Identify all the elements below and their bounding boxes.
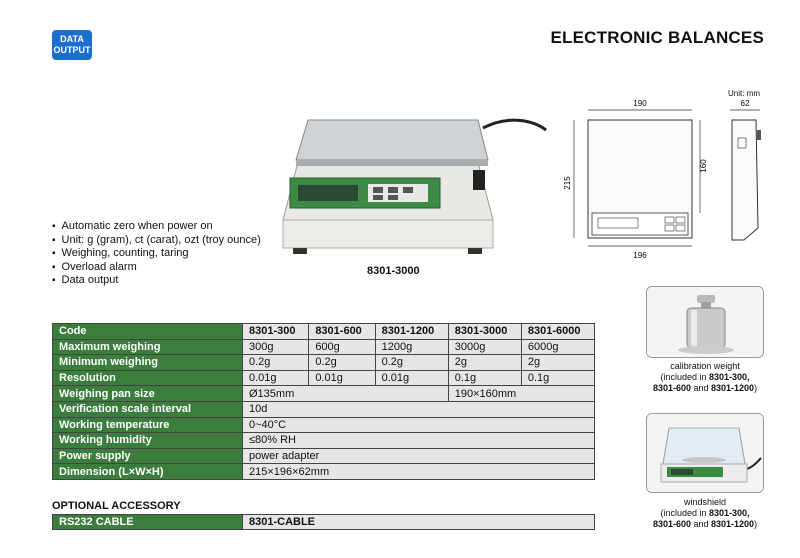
feature-item: Weighing, counting, taring [52, 247, 261, 261]
table-cell: 0.01g [241, 369, 310, 387]
table-cell: power adapter [242, 447, 595, 465]
header-cell: 8301-1200 [374, 323, 449, 340]
calibration-weight-image [647, 287, 763, 357]
table-row: Dimension (L×W×H) 215×196×62mm [52, 463, 595, 480]
header-cell: 8301-600 [308, 323, 376, 340]
table-row: Power supply power adapter [52, 447, 595, 465]
row-label: Working temperature [52, 416, 243, 434]
table-cell: 600g [308, 338, 376, 356]
table-cell: 300g [241, 338, 310, 356]
optional-accessory-title: OPTIONAL ACCESSORY [52, 500, 181, 512]
caption-model: 8301-300, [708, 372, 750, 382]
caption-text: (included in [660, 372, 709, 382]
product-caption: 8301-3000 [367, 265, 420, 277]
feature-list: Automatic zero when power on Unit: g (gr… [52, 220, 261, 288]
balance-product-image [282, 118, 547, 254]
optional-accessory-table: RS232 CABLE 8301-CABLE [52, 514, 595, 530]
feature-item: Overload alarm [52, 261, 261, 275]
table-cell: 6000g [520, 338, 596, 356]
caption-text: ) [754, 383, 758, 393]
caption-model: 8301-1200 [711, 383, 755, 393]
windshield-image [647, 414, 763, 492]
badge-line-2: OUTPUT [53, 45, 91, 55]
table-cell: Ø135mm [242, 385, 449, 402]
row-label: Verification scale interval [52, 400, 243, 418]
table-cell: 190×160mm [447, 385, 596, 402]
caption-model: 8301-1200 [711, 519, 755, 529]
table-row: Weighing pan size Ø135mm 190×160mm [52, 385, 596, 402]
table-cell: 0.1g [447, 369, 522, 387]
row-label: Working humidity [52, 432, 243, 449]
table-cell: 0.01g [308, 369, 376, 387]
unit-label: Unit: mm [728, 89, 760, 98]
dimension-drawing: 190 215 160 196 62 [563, 99, 761, 260]
calibration-weight-caption: calibration weight (included in 8301-300… [640, 361, 770, 394]
caption-text: and [690, 519, 712, 529]
table-cell: 215×196×62mm [242, 463, 595, 480]
table-row: Maximum weighing 300g 600g 1200g 3000g 6… [52, 338, 596, 356]
table-cell: 2g [447, 354, 522, 371]
header-cell: 8301-6000 [520, 323, 596, 340]
table-cell: 0.2g [374, 354, 449, 371]
page-title: ELECTRONIC BALANCES [550, 28, 764, 47]
table-row: Working temperature 0~40°C [52, 416, 595, 434]
table-cell: ≤80% RH [242, 432, 595, 449]
header-cell: 8301-3000 [447, 323, 522, 340]
caption-model: 8301-300, [708, 508, 750, 518]
dim-side-top: 62 [741, 99, 750, 108]
accessory-name: windshield [683, 497, 727, 507]
caption-text: (included in [660, 508, 709, 518]
table-row: RS232 CABLE 8301-CABLE [52, 514, 595, 530]
table-cell: 3000g [447, 338, 522, 356]
dim-bottom: 196 [633, 251, 647, 260]
feature-item: Data output [52, 274, 261, 288]
row-label: Dimension (L×W×H) [52, 463, 243, 480]
table-row: Working humidity ≤80% RH [52, 432, 595, 449]
caption-text: and [690, 383, 712, 393]
windshield-caption: windshield (included in 8301-300, 8301-6… [640, 497, 770, 530]
feature-item: Automatic zero when power on [52, 220, 261, 234]
table-cell: 2g [520, 354, 596, 371]
row-label: Maximum weighing [52, 338, 243, 356]
table-cell: 10d [242, 400, 595, 418]
header-label: Code [52, 323, 243, 340]
calibration-weight-panel [646, 286, 764, 358]
accessory-name: calibration weight [670, 361, 740, 371]
table-cell: 8301-CABLE [242, 514, 595, 530]
feature-item: Unit: g (gram), ct (carat), ozt (troy ou… [52, 234, 261, 248]
dim-top: 190 [633, 99, 647, 108]
table-cell: 1200g [374, 338, 449, 356]
caption-model: 8301-600 [652, 519, 691, 529]
table-row: Minimum weighing 0.2g 0.2g 0.2g 2g 2g [52, 354, 596, 371]
specification-table: Code 8301-300 8301-600 8301-1200 8301-30… [52, 323, 596, 480]
row-label: Minimum weighing [52, 354, 243, 371]
table-cell: 0.2g [241, 354, 310, 371]
dim-left: 215 [563, 176, 572, 190]
windshield-panel [646, 413, 764, 493]
table-cell: 0~40°C [242, 416, 595, 434]
table-row: Resolution 0.01g 0.01g 0.01g 0.1g 0.1g [52, 369, 596, 387]
dim-right: 160 [699, 159, 708, 173]
data-output-badge: DATA OUTPUT [52, 30, 92, 60]
table-header-row: Code 8301-300 8301-600 8301-1200 8301-30… [52, 323, 596, 340]
table-cell: 0.1g [520, 369, 596, 387]
table-cell: 0.01g [374, 369, 449, 387]
row-label: Weighing pan size [52, 385, 243, 402]
header-cell: 8301-300 [241, 323, 310, 340]
row-label: RS232 CABLE [52, 514, 243, 530]
table-row: Verification scale interval 10d [52, 400, 595, 418]
row-label: Resolution [52, 369, 243, 387]
caption-model: 8301-600 [652, 383, 691, 393]
badge-line-1: DATA [60, 34, 84, 44]
row-label: Power supply [52, 447, 243, 465]
caption-text: ) [754, 519, 758, 529]
table-cell: 0.2g [308, 354, 376, 371]
